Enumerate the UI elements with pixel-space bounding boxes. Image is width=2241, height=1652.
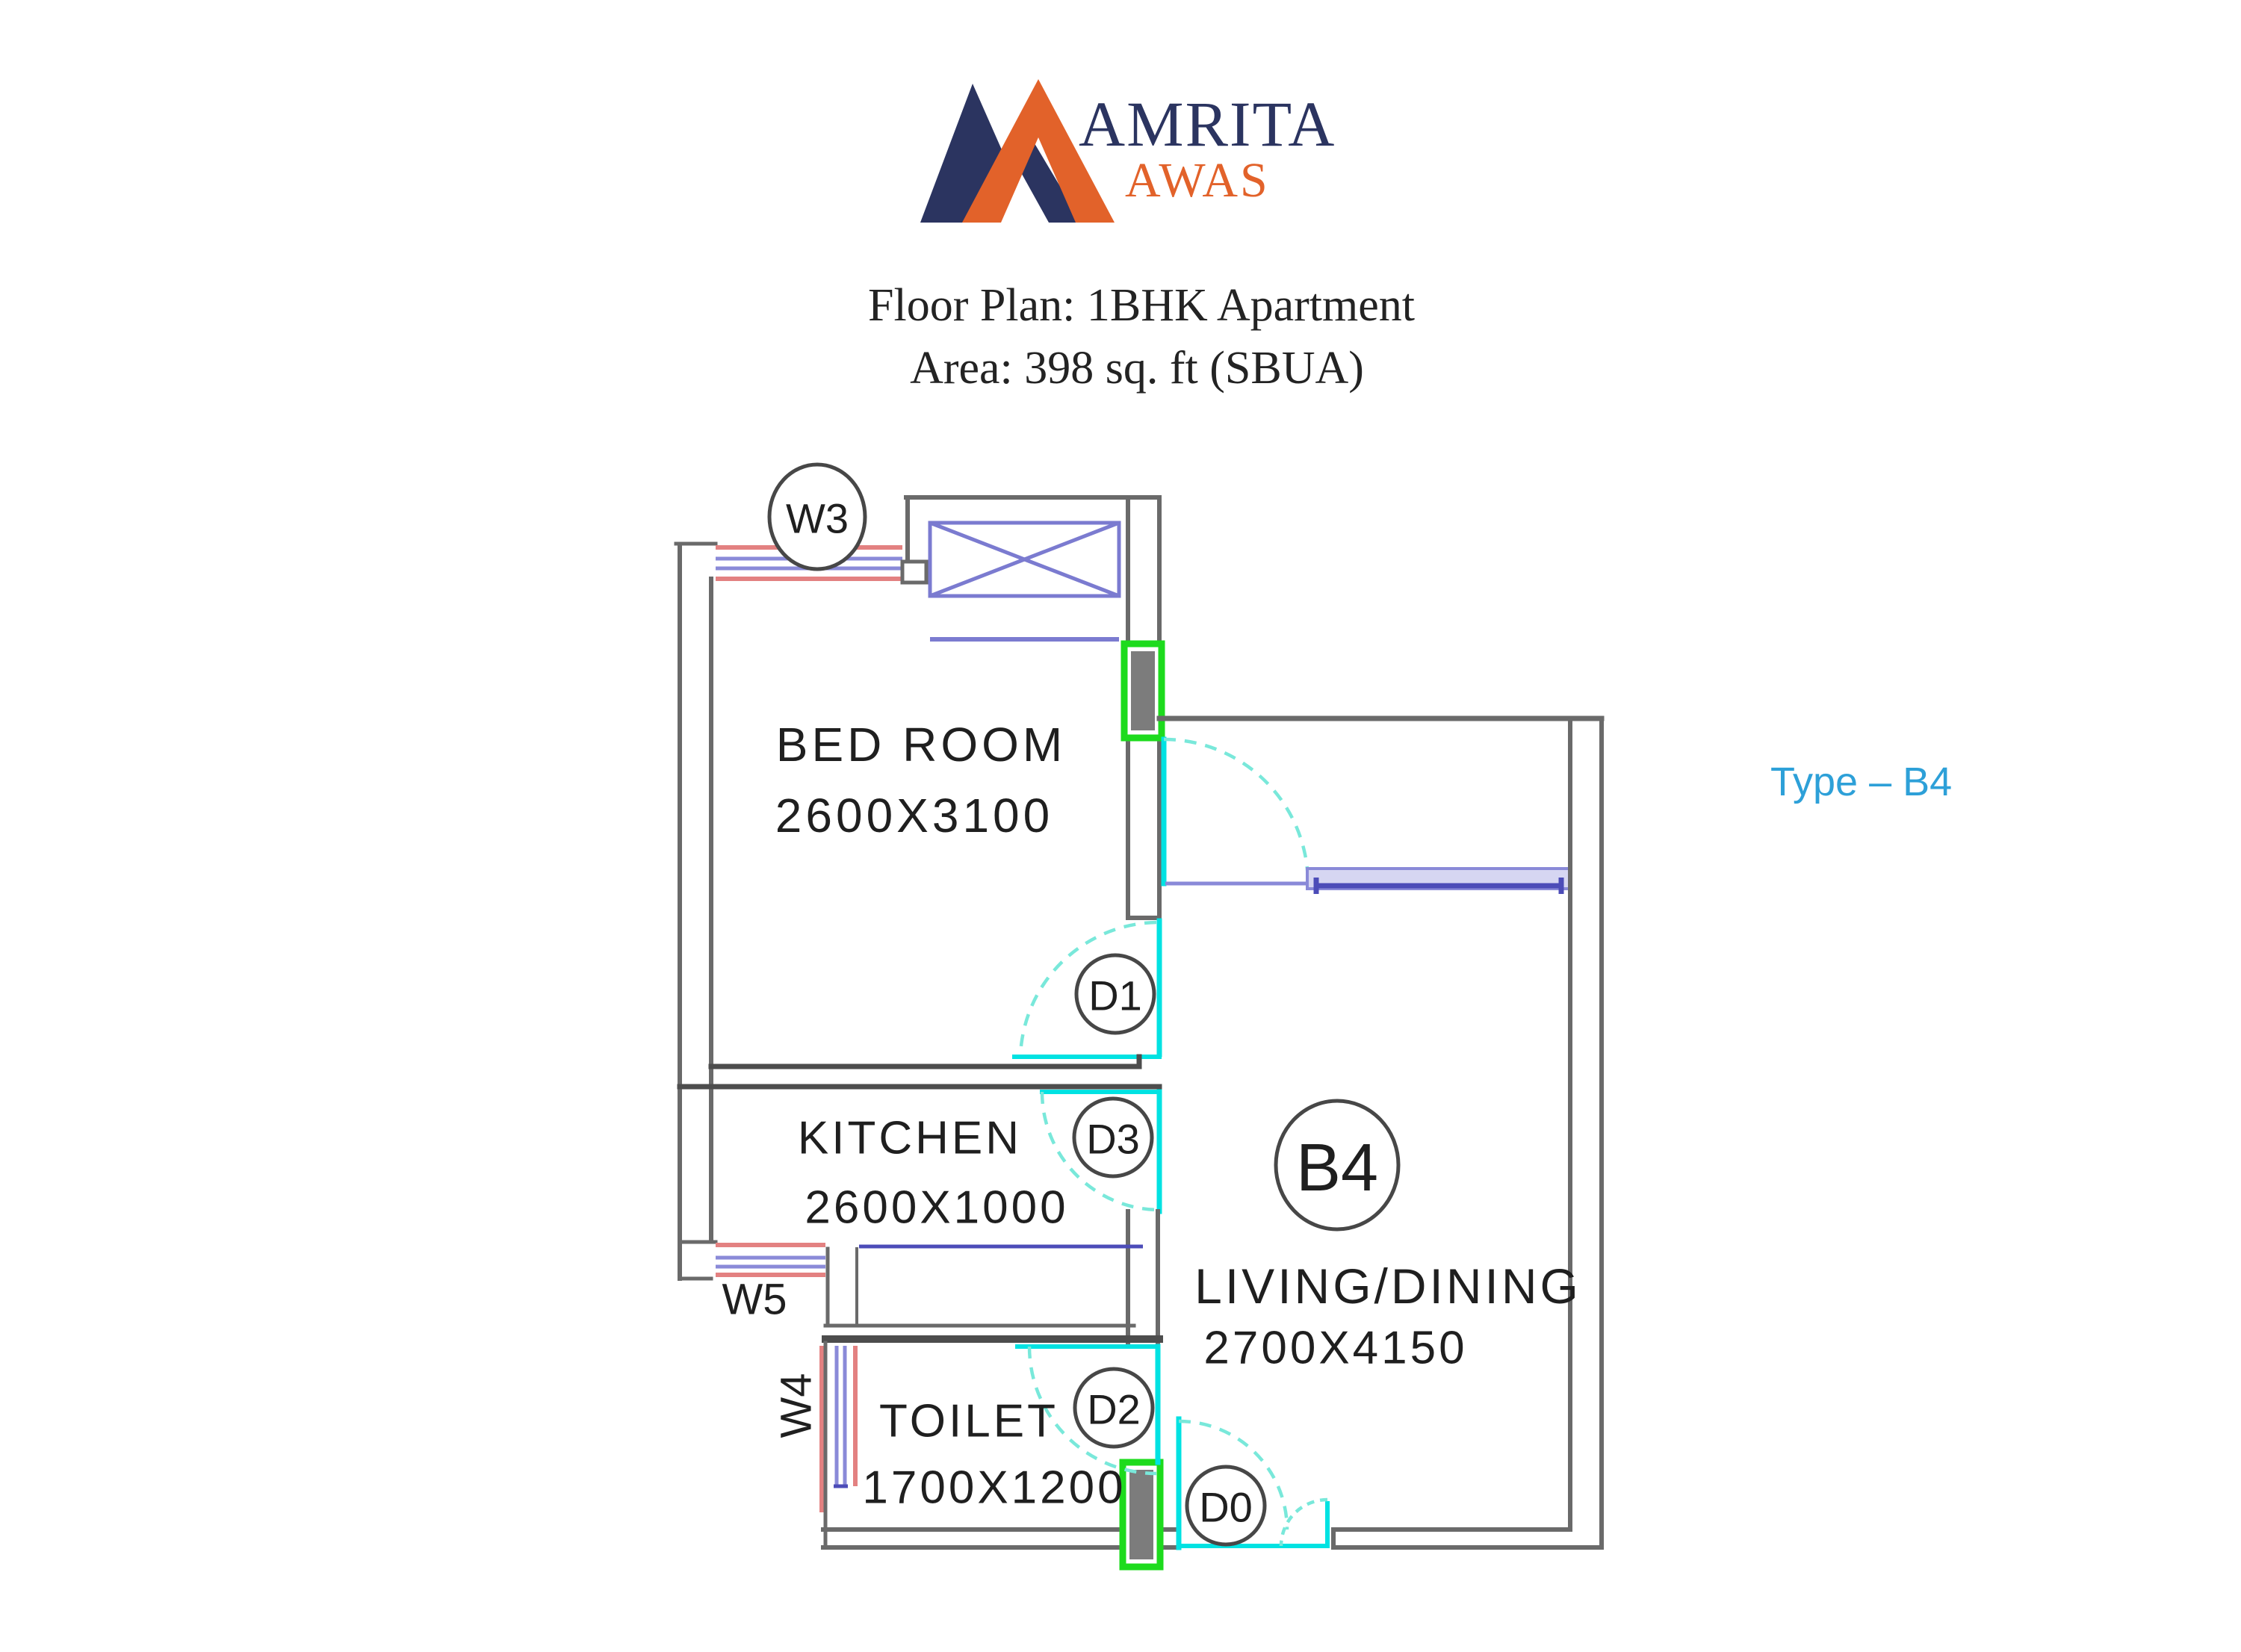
door-d3 — [1040, 1089, 1162, 1214]
marker-d0-label: D0 — [1199, 1484, 1253, 1531]
room-label-living-dining: LIVING/DINING — [1194, 1258, 1581, 1314]
kitchen-platform — [823, 1244, 1143, 1328]
marker-d3-label: D3 — [1086, 1116, 1140, 1163]
wall-bedroom-bottom — [677, 1054, 1162, 1090]
door-d0 — [1176, 1416, 1330, 1550]
window-w4-label: W4 — [772, 1373, 821, 1438]
marker-d1: D1 — [1074, 953, 1156, 1035]
door-d1 — [1012, 918, 1162, 1059]
column-1 — [1120, 640, 1165, 742]
window-w5-label: W5 — [722, 1276, 787, 1324]
window-w4 — [819, 1346, 858, 1512]
marker-d2-label: D2 — [1087, 1386, 1141, 1433]
door-d2 — [1015, 1344, 1161, 1476]
room-label-kitchen: KITCHEN — [798, 1113, 1022, 1164]
room-label-bedroom: BED ROOM — [776, 718, 1066, 771]
page-subtitle-area: Area: 398 sq. ft (SBUA) — [910, 343, 1364, 394]
marker-w3: W3 — [767, 462, 867, 571]
brand-subname: AWAS — [1125, 153, 1270, 208]
shaft-box — [904, 495, 1162, 642]
window-living-top — [1306, 867, 1572, 894]
room-size-toilet: 1700X1200 — [862, 1462, 1126, 1514]
wall-living-right — [1568, 716, 1604, 1550]
logo-orange-peak-icon — [962, 79, 1115, 223]
marker-b4: B4 — [1274, 1099, 1401, 1232]
marker-d2: D2 — [1073, 1367, 1155, 1449]
marker-b4-label: B4 — [1296, 1131, 1378, 1205]
room-size-kitchen: 2600X1000 — [805, 1182, 1068, 1234]
marker-d3: D3 — [1072, 1096, 1154, 1179]
marker-d0: D0 — [1185, 1465, 1267, 1547]
room-size-bedroom: 2600X3100 — [775, 789, 1053, 842]
brand-name: AMRITA — [1079, 88, 1336, 160]
wall-bottom — [821, 1527, 1604, 1550]
wall-kitchen-right — [1126, 1209, 1160, 1345]
marker-w3-label: W3 — [786, 495, 849, 542]
page-title: Floor Plan: 1BHK Apartment — [868, 280, 1415, 331]
type-label: Type – B4 — [1770, 760, 1953, 804]
logo-mark — [920, 79, 1115, 223]
column-2 — [1119, 1459, 1164, 1571]
marker-d1-label: D1 — [1088, 972, 1142, 1019]
room-label-toilet: TOILET — [879, 1396, 1058, 1447]
window-w5 — [678, 1240, 825, 1277]
door-entry — [1161, 736, 1310, 886]
room-size-living-dining: 2700X4150 — [1203, 1323, 1467, 1374]
wall-left — [678, 543, 713, 1281]
